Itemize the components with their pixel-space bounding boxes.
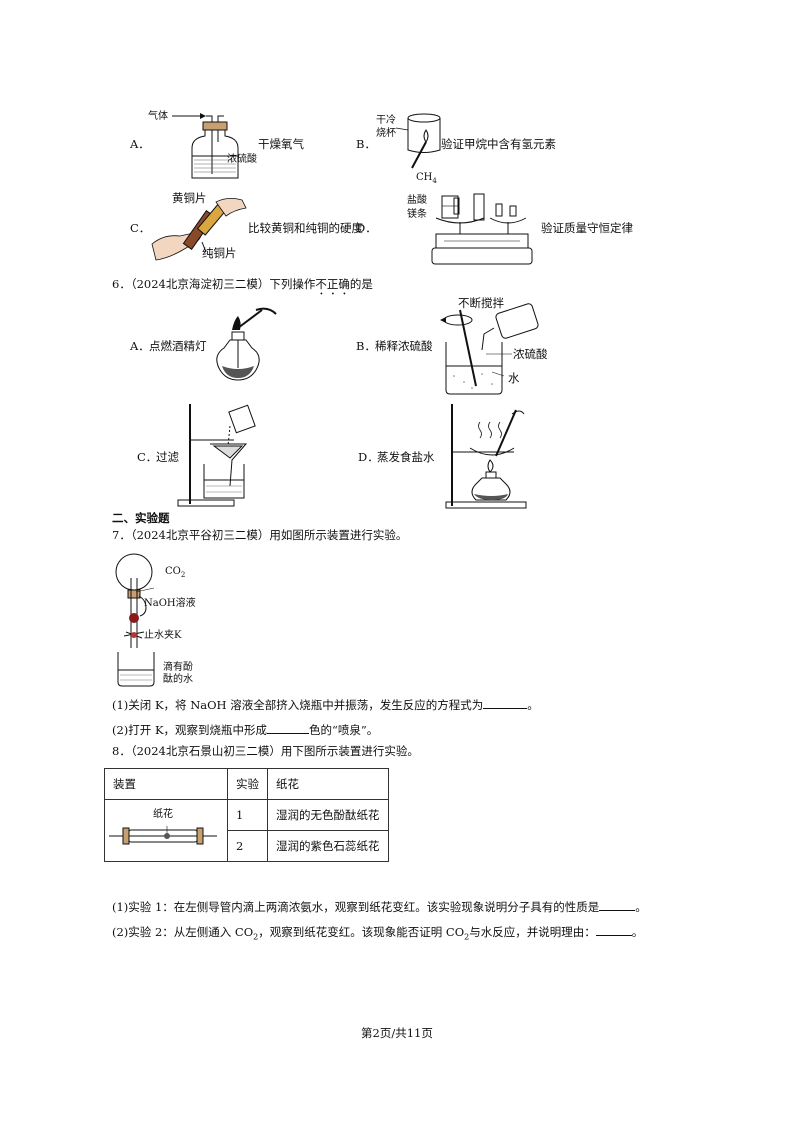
naoh-label: NaOH溶液 xyxy=(144,598,196,609)
acid-label-d: 盐酸 xyxy=(407,195,427,206)
table-row: 纸花 1 湿润的无色酚酞纸花 xyxy=(104,799,389,862)
q6-stem: 6．（2024北京海淀初三二模）下列操作不正确的是 xyxy=(112,277,373,291)
q6-option-d-text: 蒸发食盐水 xyxy=(377,450,435,464)
exp-number-1: 1 xyxy=(227,799,268,831)
alcohol-lamp-lighting-diagram xyxy=(216,307,277,381)
cup-label-1: 干冷 xyxy=(376,115,396,126)
option-c-letter: C． xyxy=(130,221,151,235)
tube-apparatus-diagram xyxy=(109,826,217,845)
page-footer: 第2页/共11页 xyxy=(361,1026,433,1040)
metal-scratch-diagram xyxy=(151,198,247,261)
exp-number-2: 2 xyxy=(227,830,268,862)
option-d-letter: D． xyxy=(356,221,377,235)
q6-option-c-letter: C． xyxy=(137,450,158,464)
methane-burning-diagram xyxy=(395,113,441,169)
apparatus-cell: 纸花 xyxy=(104,799,228,862)
option-c-text: 比较黄铜和纯铜的硬度 xyxy=(248,221,363,235)
clip-label: 止水夹K xyxy=(144,630,182,641)
evaporation-diagram xyxy=(445,404,527,509)
option-b-letter: B． xyxy=(356,137,376,151)
co2-label: CO2 xyxy=(165,566,186,579)
q6-option-a-letter: A． xyxy=(130,339,150,353)
answer-blank[interactable] xyxy=(267,723,310,734)
q6-option-d-letter: D． xyxy=(358,450,379,464)
q7-sub2: (2)打开 K，观察到烧瓶中形成色的“喷泉”。 xyxy=(112,723,379,737)
flower-label: 纸花 xyxy=(153,809,173,820)
q6-option-b-text: 稀释浓硫酸 xyxy=(375,339,433,353)
acid-label: 浓硫酸 xyxy=(227,154,257,165)
water-label-1: 滴有酚 xyxy=(163,662,193,673)
gas-washing-bottle-diagram xyxy=(172,113,239,179)
gas-label: 气体 xyxy=(148,111,168,122)
option-a-letter: A． xyxy=(130,137,150,151)
flower-type-1: 湿润的无色酚酞纸花 xyxy=(267,799,389,831)
section-title: 二、实验题 xyxy=(112,511,170,525)
q8-sub1: (1)实验 1：在左侧导管内滴上两滴浓氨水，观察到纸花变红。该实验现象说明分子具… xyxy=(112,900,647,914)
header-apparatus: 装置 xyxy=(104,768,228,800)
methane-label: CH4 xyxy=(416,172,437,185)
q8-sub2: (2)实验 2：从左侧通入 CO2，观察到纸花变红。该现象能否证明 CO2与水反… xyxy=(112,925,644,942)
answer-blank[interactable] xyxy=(595,925,632,936)
brass-label: 黄铜片 xyxy=(172,191,207,205)
q7-sub1: (1)关闭 K，将 NaOH 溶液全部挤入烧瓶中并振荡，发生反应的方程式为。 xyxy=(112,698,539,712)
flower-type-2: 湿润的紫色石蕊纸花 xyxy=(267,830,389,862)
table-header-row: 装置 实验 纸花 xyxy=(104,768,389,800)
answer-blank[interactable] xyxy=(599,900,636,911)
header-flower: 纸花 xyxy=(267,768,389,800)
water-label-b: 水 xyxy=(508,371,520,385)
balance-diagram xyxy=(431,193,533,265)
option-d-text: 验证质量守恒定律 xyxy=(541,221,633,235)
option-a-text: 干燥氧气 xyxy=(258,137,304,151)
q6-option-c-text: 过滤 xyxy=(156,450,179,464)
mg-label: 镁条 xyxy=(407,209,427,220)
filtration-diagram xyxy=(177,404,256,507)
experiment-table: 装置 实验 纸花 纸花 1 湿润的无色酚酞纸花 2 湿润的紫色石蕊纸花 xyxy=(104,768,389,862)
table-row: 2 湿润的紫色石蕊纸花 xyxy=(105,830,389,862)
header-experiment: 实验 xyxy=(227,768,268,800)
fountain-experiment-diagram xyxy=(115,553,155,687)
water-label-2: 酞的水 xyxy=(163,674,193,685)
answer-blank[interactable] xyxy=(483,698,528,709)
q7-stem: 7．（2024北京平谷初三二模）用如图所示装置进行实验。 xyxy=(112,528,408,542)
q8-stem: 8．（2024北京石景山初三二模）用下图所示装置进行实验。 xyxy=(112,744,419,758)
copper-label: 纯铜片 xyxy=(202,246,237,260)
option-b-text: 验证甲烷中含有氢元素 xyxy=(441,137,556,151)
dilute-acid-diagram xyxy=(440,303,539,395)
acid-label-b: 浓硫酸 xyxy=(513,347,548,361)
stir-label: 不断搅拌 xyxy=(458,296,504,310)
q6-option-b-letter: B． xyxy=(356,339,376,353)
q6-option-a-text: 点燃酒精灯 xyxy=(149,339,207,353)
cup-label-2: 烧杯 xyxy=(376,128,396,139)
